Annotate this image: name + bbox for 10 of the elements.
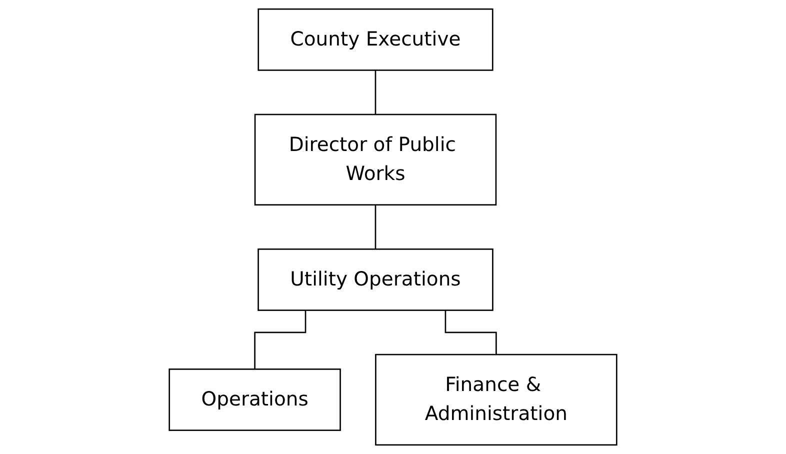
- org-chart: County Executive Director of Public Works Utility Operations Operations Finance & Administration: [3, 2, 783, 452]
- connector: [374, 70, 376, 116]
- node-box: [375, 354, 618, 446]
- connector: [254, 310, 306, 370]
- node-box: [168, 368, 341, 431]
- node-box: [254, 114, 497, 206]
- node-box: [258, 8, 494, 71]
- node-box: [258, 248, 494, 311]
- connector: [374, 204, 376, 250]
- connector: [444, 310, 497, 356]
